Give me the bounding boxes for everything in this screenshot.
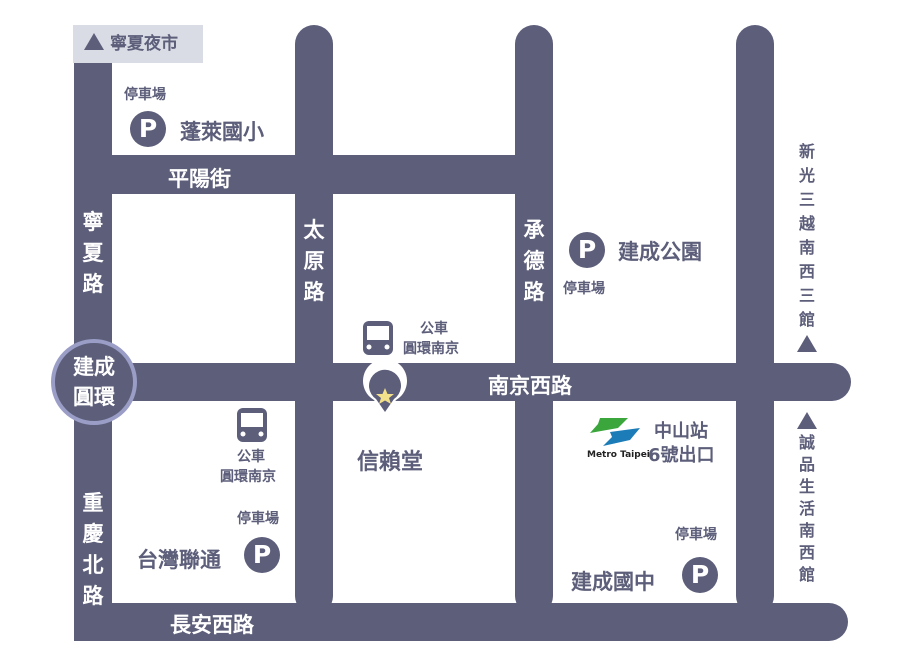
metro-station: 中山站 (654, 421, 708, 442)
north-triangle-icon (84, 33, 104, 50)
landmark-eslite: 誠品生活南西館 (798, 433, 815, 584)
road-right (736, 25, 774, 615)
parking-icon: P (130, 111, 166, 147)
up-triangle-icon (797, 412, 817, 429)
bus-stop-name: 圓環南京 (220, 469, 276, 485)
star-icon (376, 388, 394, 404)
bus-icon (237, 408, 267, 442)
road-chengde (515, 25, 553, 615)
parking-name: 建成公園 (618, 240, 702, 264)
metro-exit: 6號出口 (648, 445, 715, 466)
landmark-ningxia-night-market: 寧夏夜市 (73, 25, 203, 63)
road-label-changan: 長安西路 (170, 613, 254, 637)
roundabout (51, 339, 137, 425)
road-pingyang (100, 155, 530, 194)
road-label-taiyuan: 太原路 (303, 218, 325, 304)
bus-stop-label: 公車 (420, 321, 448, 337)
road-changan (74, 603, 848, 641)
parking-label: 停車場 (124, 87, 166, 103)
destination-label: 信賴堂 (357, 450, 424, 475)
parking-icon: P (244, 537, 280, 573)
road-label-nanjing: 南京西路 (488, 374, 572, 398)
parking-label: 停車場 (237, 511, 279, 527)
bus-stop-label: 公車 (237, 449, 265, 465)
up-triangle-icon (797, 335, 817, 352)
landmark-label: 寧夏夜市 (110, 34, 178, 54)
destination-pin-icon (363, 358, 407, 416)
metro-logo-text: Metro Taipei (587, 450, 650, 460)
road-nanjing (74, 363, 851, 401)
landmark-shin-kong: 新光三越南西三館 (798, 142, 815, 329)
road-label-chongqing: 重慶北路 (82, 491, 104, 608)
parking-label: 停車場 (563, 281, 605, 297)
parking-name: 建成國中 (571, 570, 655, 594)
parking-icon: P (682, 557, 718, 593)
metro-logo-icon (590, 418, 640, 446)
road-label-chengde: 承德路 (523, 218, 545, 304)
road-taiyuan (295, 25, 333, 615)
parking-icon: P (569, 232, 605, 268)
parking-label: 停車場 (675, 527, 717, 543)
parking-name: 蓬萊國小 (180, 120, 264, 144)
road-label-roundabout: 建成圓環 (73, 355, 115, 409)
parking-name: 台灣聯通 (137, 548, 221, 572)
bus-stop-name: 圓環南京 (403, 341, 459, 357)
road-label-pingyang: 平陽街 (168, 167, 231, 191)
road-label-ningxia: 寧夏路 (82, 210, 104, 296)
bus-icon (363, 321, 393, 355)
